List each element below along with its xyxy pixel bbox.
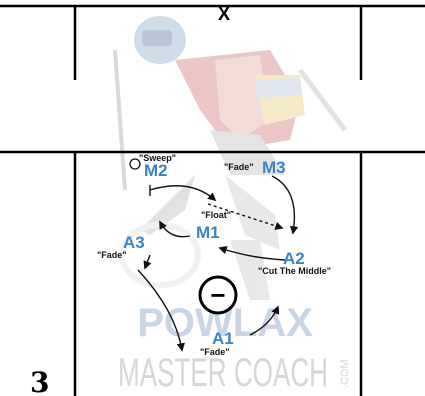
player-a1: A1 "Fade"	[200, 329, 234, 357]
watermark-line2: MASTER COACH	[118, 351, 328, 395]
arrow-m1-float	[159, 220, 191, 238]
player-m2-tag: "Sweep"	[139, 153, 176, 163]
watermark-line3: .COM	[339, 359, 351, 388]
arrow-a3-down	[137, 269, 185, 352]
player-a2-tag: "Cut The Middle"	[258, 266, 331, 276]
player-m3: "Fade" M3	[224, 158, 286, 177]
ball-symbol: −	[198, 275, 238, 315]
top-x-marker: X	[218, 4, 230, 24]
ball-symbol-glyph: −	[210, 280, 225, 310]
step-number: 3	[30, 366, 49, 396]
arrow-a2-cut	[218, 246, 286, 261]
player-m1-tag: "Float"	[201, 210, 231, 220]
field-lines	[0, 4, 425, 396]
player-m2: "Sweep" M2	[129, 153, 176, 180]
player-m3-tag: "Fade"	[224, 162, 254, 172]
player-a3-label: A3	[123, 233, 145, 252]
stick-head-icon	[129, 158, 141, 170]
arrow-m3-fade	[271, 175, 299, 235]
movement-arrows	[137, 175, 299, 352]
arrow-m2-sweep	[149, 185, 217, 202]
arrow-a1-fade	[249, 305, 280, 336]
player-m1-label: M1	[196, 223, 220, 242]
arrow-pass	[207, 203, 284, 230]
player-a2: A2 "Cut The Middle"	[258, 249, 331, 276]
player-a1-tag: "Fade"	[200, 347, 230, 357]
player-m3-label: M3	[262, 158, 286, 177]
arrow-a3-fade	[143, 254, 152, 270]
player-a3-tag: "Fade"	[97, 250, 127, 260]
mascot-illustration	[113, 16, 347, 300]
player-a2-label: A2	[283, 249, 305, 268]
player-m1: "Float" M1	[196, 210, 231, 242]
player-a3: A3 "Fade"	[97, 233, 145, 260]
player-m2-label: M2	[144, 161, 168, 180]
player-a1-label: A1	[212, 329, 234, 348]
watermark: POWLAX MASTER COACH .COM	[118, 301, 351, 395]
